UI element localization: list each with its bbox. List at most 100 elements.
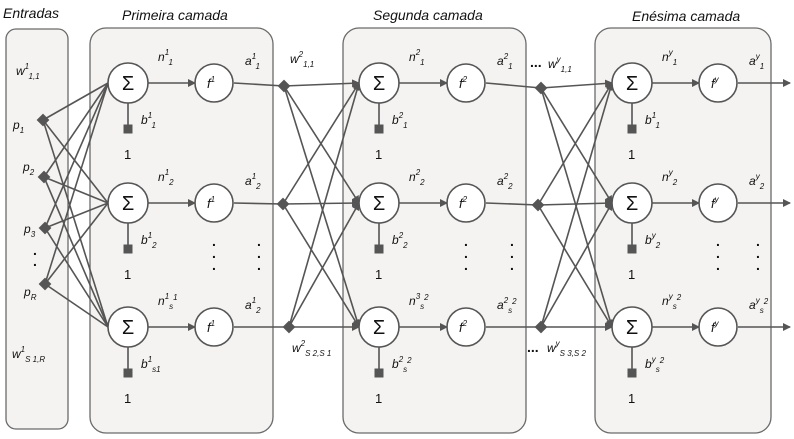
layer2-activation-node-1 [446, 63, 486, 103]
layer2-sum-symbol-3: Σ [373, 317, 385, 339]
weight-wy-bottom: wyS 3,S 2 [547, 339, 586, 358]
layerN-bias-label-3: bys2 [645, 355, 665, 374]
layerN-net-label-3: nys2 [662, 292, 682, 311]
layer1-sum-node-2 [107, 182, 149, 224]
junction-l1-0 [277, 79, 291, 93]
layerN-activation-label-3: fy [711, 319, 720, 335]
title-primeira-camada: Primeira camada [122, 7, 228, 23]
input-weight-top: w11,1 [16, 62, 40, 81]
vertical-dots-4-2: . [716, 257, 720, 273]
vertical-dots-3-1: . [510, 245, 514, 261]
edge-l1-l2-0-0 [283, 79, 360, 88]
input-p2-label: p2 [22, 160, 35, 177]
layer1-sum-node-1 [107, 62, 149, 104]
edge-in-2-2 [44, 227, 109, 328]
layerN-bias-one-2: 1 [628, 267, 635, 282]
junction-l1-1 [276, 197, 290, 211]
edge-l1-l2-0-2 [283, 85, 361, 328]
title-segunda-camada: Segunda camada [373, 7, 483, 23]
edge-in-2-0 [44, 82, 109, 229]
vertical-dots-5-1: . [756, 245, 760, 261]
layer1-bias-square-1 [123, 124, 133, 134]
edge-l2-out-0 [485, 82, 542, 89]
edge-in-2-1 [44, 202, 109, 229]
vertical-dots-1-0: . [257, 233, 261, 249]
layerN-bias-label-1: b11 [645, 111, 660, 130]
edge-l2-ln-1-1 [537, 199, 613, 208]
layerN-activation-node-2 [698, 183, 738, 223]
vertical-dots-4-1: . [716, 245, 720, 261]
vertical-dots-3-2: . [510, 257, 514, 273]
layerN-sum-node-3 [611, 306, 653, 348]
layer1-bias-square-3 [123, 368, 133, 378]
vertical-dots-5-2: . [756, 257, 760, 273]
layer1-activation-label-1: f1 [207, 75, 215, 91]
layer1-bias-label-3: b1s1 [141, 355, 161, 374]
layerN-activation-label-2: fy [711, 195, 720, 211]
edge-l2-ln-0-1 [540, 87, 613, 204]
junction-l2-2 [534, 320, 548, 334]
layerN-output-label-2: ay2 [749, 172, 765, 191]
layer1-bias-square-2 [123, 244, 133, 254]
layerN-sum-symbol-2: Σ [626, 193, 638, 215]
edge-l2-ln-0-0 [540, 79, 613, 89]
vertical-dots-1-2: . [257, 257, 261, 273]
layer1-activation-label-3: f1 [207, 319, 215, 335]
layer2-sum-node-2 [358, 182, 400, 224]
layer2-output-label-2: a22 [497, 172, 513, 191]
layer1-output-label-2: a12 [245, 172, 261, 191]
junction-l2-1 [531, 198, 545, 212]
layer1-bias-one-2: 1 [124, 267, 131, 282]
layerN-net-label-2: ny2 [662, 168, 678, 187]
edge-in-1-2 [43, 176, 109, 328]
layer1-sum-symbol-1: Σ [122, 73, 134, 95]
edge-in-3-1 [44, 202, 109, 285]
layer1-sum-symbol-3: Σ [122, 317, 134, 339]
input-p2-marker [37, 170, 51, 184]
layer2-activation-node-3 [446, 307, 486, 347]
input-p3-marker [38, 221, 52, 235]
edge-in-3-0 [44, 82, 109, 285]
layer2-bias-label-2: b22 [392, 231, 408, 250]
layerN-bias-label-2: by2 [645, 231, 661, 250]
layer2-bias-one-3: 1 [375, 391, 382, 406]
layerN-output-label-3: ays2 [749, 296, 769, 315]
layerN-sum-node-1 [611, 62, 653, 104]
weight-wy-top: wy1,1 [548, 55, 572, 74]
layer2-bias-square-3 [374, 368, 384, 378]
layerN-sum-symbol-1: Σ [626, 73, 638, 95]
ellipsis-bottom: ... [527, 339, 539, 355]
layer1-activation-node-3 [194, 307, 234, 347]
input-p1-label: p1 [12, 118, 24, 135]
layer1-bias-label-2: b12 [141, 231, 157, 250]
vertical-dots-1-1: . [257, 245, 261, 261]
title-enesima-camada: Enésima camada [632, 8, 740, 24]
layerN-bias-square-3 [627, 368, 637, 378]
layer2-bias-square-1 [374, 124, 384, 134]
layer2-activation-label-2: f2 [459, 195, 468, 211]
layer1-net-label-3: n1s1 [158, 292, 178, 311]
junction-l1-2 [282, 320, 296, 334]
layer1-sum-symbol-2: Σ [122, 193, 134, 215]
edge-l2-ln-1-2 [537, 204, 613, 328]
layer2-net-label-2: n22 [409, 168, 425, 187]
layer2-bias-square-2 [374, 244, 384, 254]
layer1-net-label-2: n12 [158, 168, 174, 187]
layer1-bias-one-3: 1 [124, 391, 131, 406]
edge-in-3-2 [44, 283, 109, 328]
vertical-dots-0-2: . [212, 257, 216, 273]
input-pr-marker [38, 277, 52, 291]
layer2-output-label-1: a21 [497, 52, 513, 71]
junction-l2-0 [534, 81, 548, 95]
layerN-bias-square-1 [627, 124, 637, 134]
layer1-activation-node-1 [194, 63, 234, 103]
input-p3-label: p3 [23, 222, 36, 239]
edge-l2-out-1 [485, 202, 539, 206]
layer2-activation-node-2 [446, 183, 486, 223]
edge-l1-out-0 [233, 82, 285, 87]
title-entradas: Entradas [3, 5, 59, 21]
edge-l1-l2-0-1 [283, 85, 360, 204]
layerN-output-label-1: ay1 [749, 52, 764, 71]
layer2-sum-node-3 [358, 306, 400, 348]
